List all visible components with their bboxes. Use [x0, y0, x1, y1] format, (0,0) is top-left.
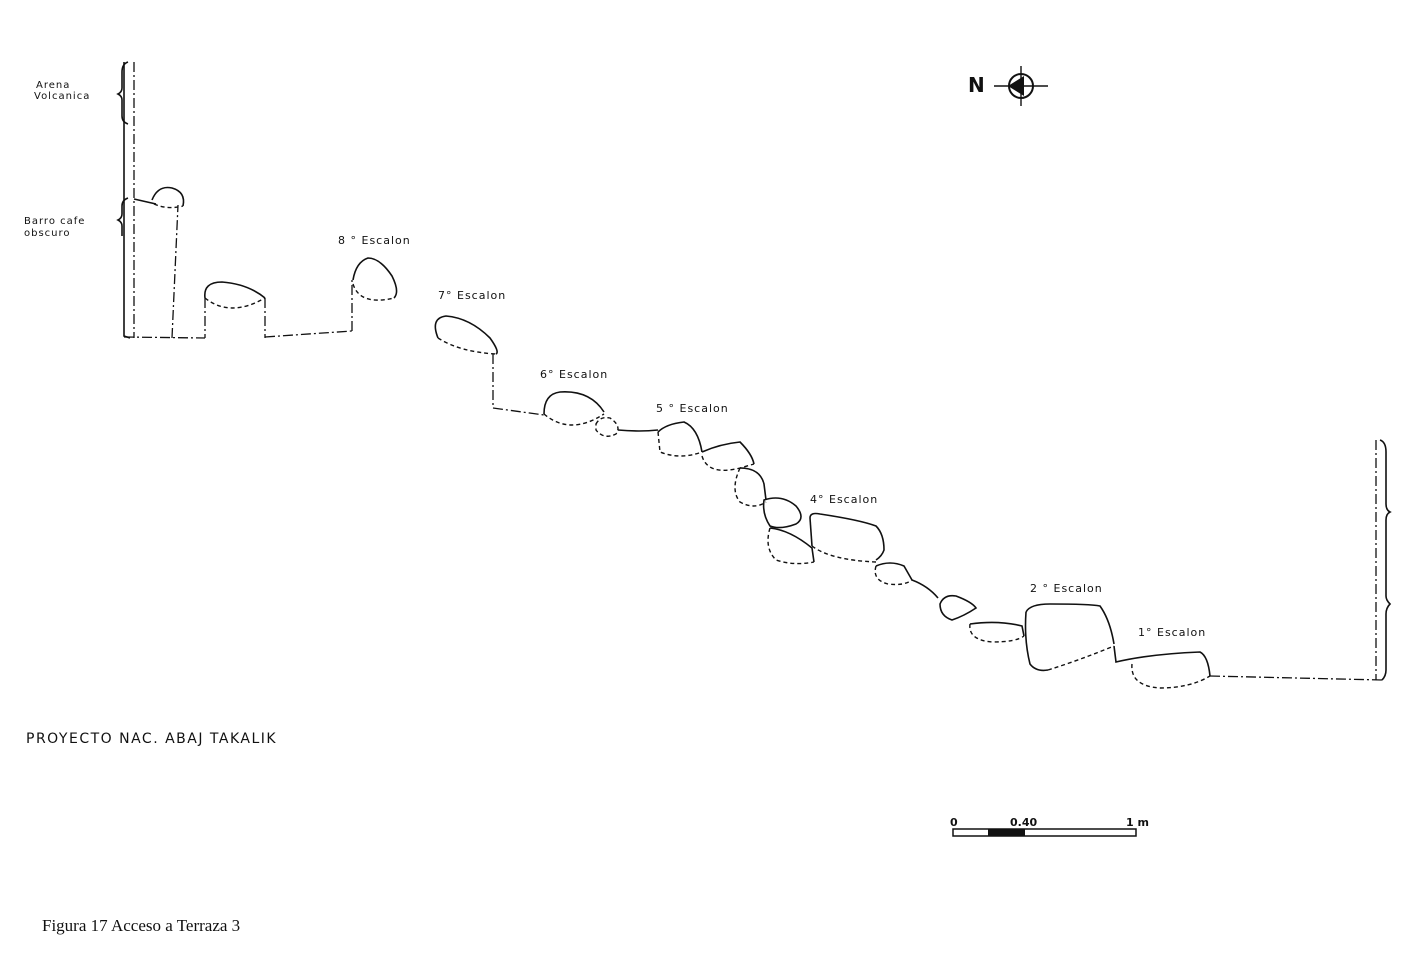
barro-label-line1: Barro cafe [24, 216, 85, 227]
right-wall [1375, 439, 1392, 681]
north-arrow-icon: N [968, 66, 1048, 106]
middle-stones [762, 497, 815, 565]
step-8-stone [352, 257, 398, 301]
step-7-stone [434, 315, 545, 416]
step-1-stone [1113, 645, 1383, 689]
figure-caption: Figura 17 Acceso a Terraza 3 [42, 916, 241, 935]
barro-label-line2: obscuro [24, 228, 71, 239]
scale-bar: 0 0.40 1 m [950, 816, 1149, 837]
step-2-stone [1024, 603, 1115, 672]
arena-label-line2: Volcanica [34, 91, 90, 102]
upper-floor [123, 186, 353, 339]
barro-brace [116, 197, 129, 236]
step-6-stones [543, 391, 659, 437]
step-label-1: 1° Escalon [1138, 626, 1206, 639]
north-label: N [968, 73, 985, 97]
step-4-stone [809, 512, 1025, 643]
arena-label-line1: Arena [36, 80, 70, 91]
scale-end-label: 1 m [1126, 816, 1149, 829]
step-label-7: 7° Escalon [438, 289, 506, 302]
step-label-6: 6° Escalon [540, 368, 608, 381]
scale-start-label: 0 [950, 816, 958, 829]
step-5-stones [657, 421, 767, 507]
left-wall [116, 61, 135, 339]
scale-mid-label: 0.40 [1010, 816, 1037, 829]
step-label-4: 4° Escalon [810, 493, 878, 506]
step-label-2: 2 ° Escalon [1030, 582, 1103, 595]
project-title: PROYECTO NAC. ABAJ TAKALIK [26, 731, 278, 747]
step-label-5: 5 ° Escalon [656, 402, 729, 415]
step-label-8: 8 ° Escalon [338, 234, 411, 247]
arena-brace [116, 61, 129, 125]
